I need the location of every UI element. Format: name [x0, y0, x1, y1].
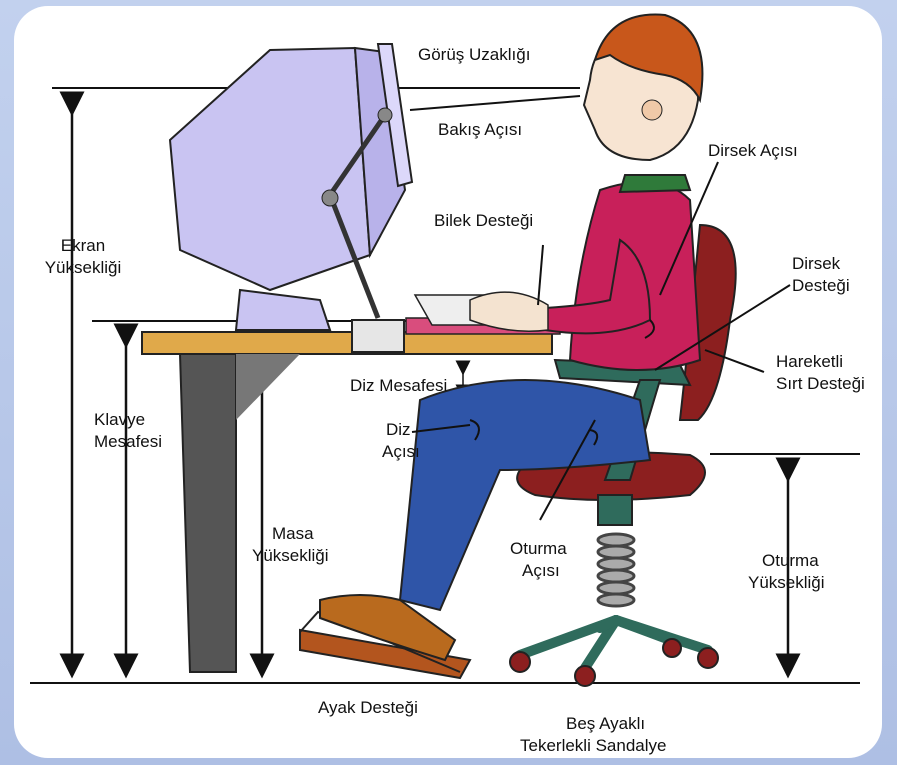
label-viewing-distance: Görüş Uzaklığı — [418, 45, 530, 65]
label-seat-height-1: Oturma — [762, 551, 819, 571]
label-knee-angle-2: Açısı — [382, 442, 420, 462]
label-desk-height-1: Masa — [272, 524, 314, 544]
label-keyboard-height-2: Mesafesi — [94, 432, 162, 452]
label-seat-angle-1: Oturma — [510, 539, 567, 559]
label-viewing-angle: Bakış Açısı — [438, 120, 522, 140]
label-desk-height-2: Yüksekliği — [252, 546, 329, 566]
label-knee-angle-1: Diz — [386, 420, 411, 440]
label-chair-2: Tekerlekli Sandalye — [520, 736, 666, 756]
label-footrest: Ayak Desteği — [318, 698, 418, 718]
label-elbow-support-1: Dirsek — [792, 254, 840, 274]
monitor — [170, 44, 412, 330]
diagram-panel: Görüş Uzaklığı Bakış Açısı Ekran Yüksekl… — [14, 6, 882, 758]
label-seat-height-2: Yüksekliği — [748, 573, 825, 593]
label-back-support-1: Hareketli — [776, 352, 843, 372]
ergonomics-illustration — [14, 6, 882, 758]
label-elbow-angle: Dirsek Açısı — [708, 141, 798, 161]
label-seat-angle-2: Açısı — [522, 561, 560, 581]
label-elbow-support-2: Desteği — [792, 276, 850, 296]
label-screen-height-1: Ekran — [28, 236, 138, 256]
label-chair-1: Beş Ayaklı — [566, 714, 645, 734]
label-knee-clearance: Diz Mesafesi — [350, 376, 447, 396]
label-back-support-2: Sırt Desteği — [776, 374, 865, 394]
label-wrist-support: Bilek Desteği — [434, 211, 533, 231]
label-keyboard-height-1: Klavye — [94, 410, 145, 430]
label-screen-height-2: Yüksekliği — [28, 258, 138, 278]
